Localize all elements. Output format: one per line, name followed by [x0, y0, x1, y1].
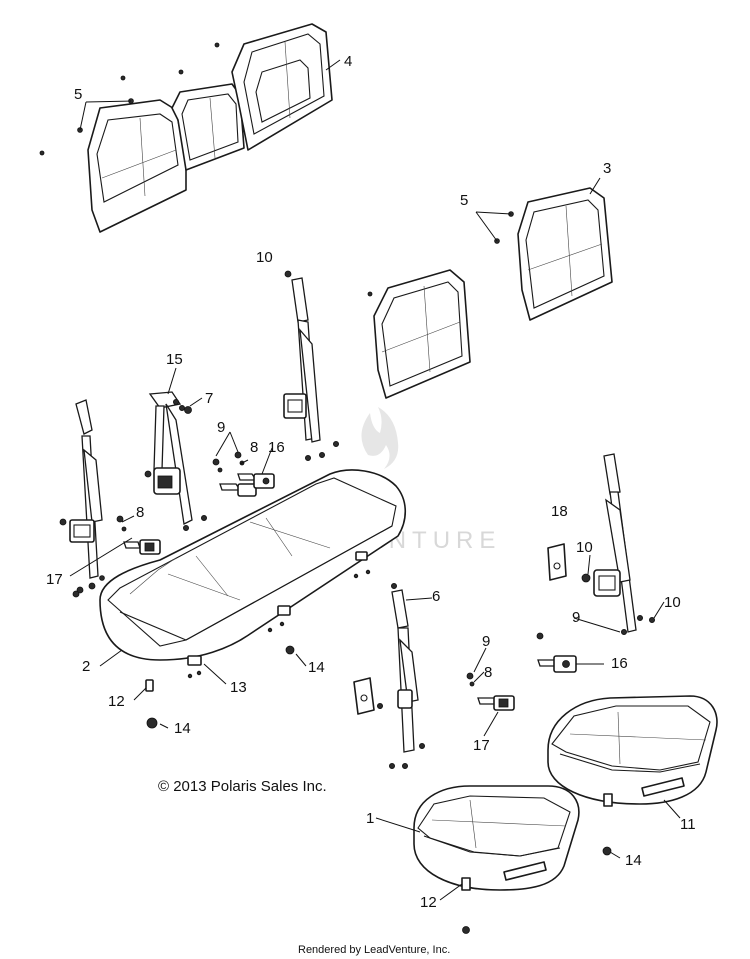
seatbelt-center-back	[283, 270, 339, 461]
callout-8-front: 8	[484, 664, 492, 681]
bench-seat-cushion	[99, 469, 407, 661]
seatbelt-left	[59, 399, 105, 598]
callout-5-rear: 5	[74, 86, 82, 103]
callout-14-right: 14	[625, 852, 642, 869]
callout-8-left: 8	[250, 439, 258, 456]
front-seat-bottom-right	[547, 695, 718, 856]
callout-6: 6	[432, 588, 440, 605]
callout-14-left: 14	[174, 720, 191, 737]
seatbelt-center-front	[353, 583, 425, 770]
callout-16-right: 16	[611, 655, 628, 672]
callout-3: 3	[603, 160, 611, 177]
buckles-left	[116, 451, 275, 555]
rendered-by-text: Rendered by LeadVenture, Inc.	[298, 944, 450, 956]
rear-back-cushion-assembly	[87, 23, 333, 233]
callout-2: 2	[82, 658, 90, 675]
bench-hardware	[145, 551, 371, 729]
middle-back-cushion	[367, 269, 471, 399]
callout-16-left: 16	[268, 439, 285, 456]
callout-11: 11	[680, 816, 696, 833]
screws-5-right	[494, 211, 514, 244]
callout-9-left: 9	[217, 419, 225, 436]
callout-1: 1	[366, 810, 374, 827]
callout-12-right: 12	[420, 894, 437, 911]
callout-10-center: 10	[256, 249, 273, 266]
callout-13: 13	[230, 679, 247, 696]
screws-5-rear	[39, 42, 220, 156]
seatbelt-left-center	[144, 391, 207, 532]
right-back-cushion	[517, 187, 613, 321]
callout-14-bench: 14	[308, 659, 325, 676]
callout-10-right-upper: 10	[576, 539, 593, 556]
leader-lines	[69, 59, 681, 901]
callout-9-right: 9	[572, 609, 580, 626]
callouts: 5 4 3 5 10 15 7 9 8 16 8 17 2 12 13 14 1…	[46, 53, 696, 911]
seatbelt-right	[536, 453, 656, 640]
front-seat-bottom-left	[413, 785, 580, 934]
callout-9-front: 9	[482, 633, 490, 650]
callout-4: 4	[344, 53, 352, 70]
callout-12-left: 12	[108, 693, 125, 710]
callout-18: 18	[551, 503, 568, 520]
callout-17-right: 17	[473, 737, 490, 754]
callout-10-right: 10	[664, 594, 681, 611]
callout-15: 15	[166, 351, 183, 368]
callout-7: 7	[205, 390, 213, 407]
callout-17-left: 17	[46, 571, 63, 588]
callout-5-right: 5	[460, 192, 468, 209]
bracket-18	[547, 543, 567, 581]
callout-8-bench: 8	[136, 504, 144, 521]
copyright-text: © 2013 Polaris Sales Inc.	[158, 778, 327, 795]
